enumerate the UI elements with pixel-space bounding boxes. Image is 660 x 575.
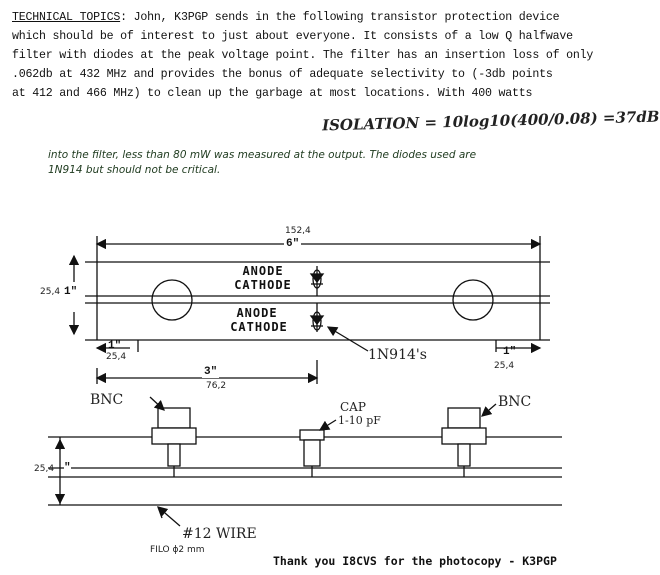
intro-line-5: at 412 and 466 MHz) to clean up the garb… bbox=[12, 87, 533, 100]
anode-label-1: ANODE bbox=[242, 264, 284, 278]
wire-diameter: FILO ϕ2 mm bbox=[150, 545, 205, 555]
intro-paragraph: TECHNICAL TOPICS: John, K3PGP sends in t… bbox=[12, 8, 624, 103]
intro-line-3: filter with diodes at the peak voltage p… bbox=[12, 49, 594, 62]
note-line-1: into the filter, less than 80 mW was mea… bbox=[48, 149, 477, 161]
intro-line-2: which should be of interest to just abou… bbox=[12, 30, 573, 43]
filter-drawing bbox=[48, 236, 562, 527]
cathode-label-1: CATHODE bbox=[234, 278, 292, 292]
bnc-left-label: BNC bbox=[90, 392, 124, 408]
document-page: TECHNICAL TOPICS: John, K3PGP sends in t… bbox=[12, 8, 660, 568]
cathode-label-2: CATHODE bbox=[230, 320, 288, 334]
note-line-2: 1N914 but should not be critical. bbox=[48, 164, 221, 176]
right-dim-in: 1" bbox=[503, 346, 517, 358]
overall-dim-mm: 152,4 bbox=[285, 226, 311, 236]
diode-upper bbox=[309, 266, 325, 296]
topic-heading: TECHNICAL TOPICS bbox=[12, 11, 121, 24]
bnc-right-label: BNC bbox=[498, 394, 532, 410]
credit-line: Thank you I8CVS for the photocopy - K3PG… bbox=[273, 554, 557, 568]
anode-label-2: ANODE bbox=[236, 306, 278, 320]
side-height-dim-mm: 25,4 bbox=[34, 464, 55, 474]
intro-line-4: .062db at 432 MHz and provides the bonus… bbox=[12, 68, 553, 81]
left-dim-in: 1" bbox=[108, 340, 122, 352]
side-height-dim-in: " bbox=[64, 462, 71, 474]
center-dim-mm: 76,2 bbox=[206, 381, 227, 391]
overall-dim-in: 6" bbox=[284, 238, 302, 250]
diode-lower bbox=[309, 303, 325, 332]
height-dim-in: 1" bbox=[64, 286, 78, 298]
intro-line-1: : John, K3PGP sends in the following tra… bbox=[120, 11, 560, 24]
center-dim-in: 3" bbox=[202, 366, 220, 378]
height-dim-mm: 25,4 bbox=[40, 287, 61, 297]
right-dim-mm: 25,4 bbox=[494, 361, 515, 371]
cap-value: 1-10 pF bbox=[338, 414, 381, 427]
wire-label: #12 WIRE bbox=[182, 526, 257, 542]
handwritten-note: into the filter, less than 80 mW was mea… bbox=[48, 148, 568, 178]
left-dim-mm: 25,4 bbox=[106, 352, 127, 362]
diode-callout: 1N914's bbox=[368, 347, 427, 363]
cap-label: CAP bbox=[340, 400, 366, 414]
